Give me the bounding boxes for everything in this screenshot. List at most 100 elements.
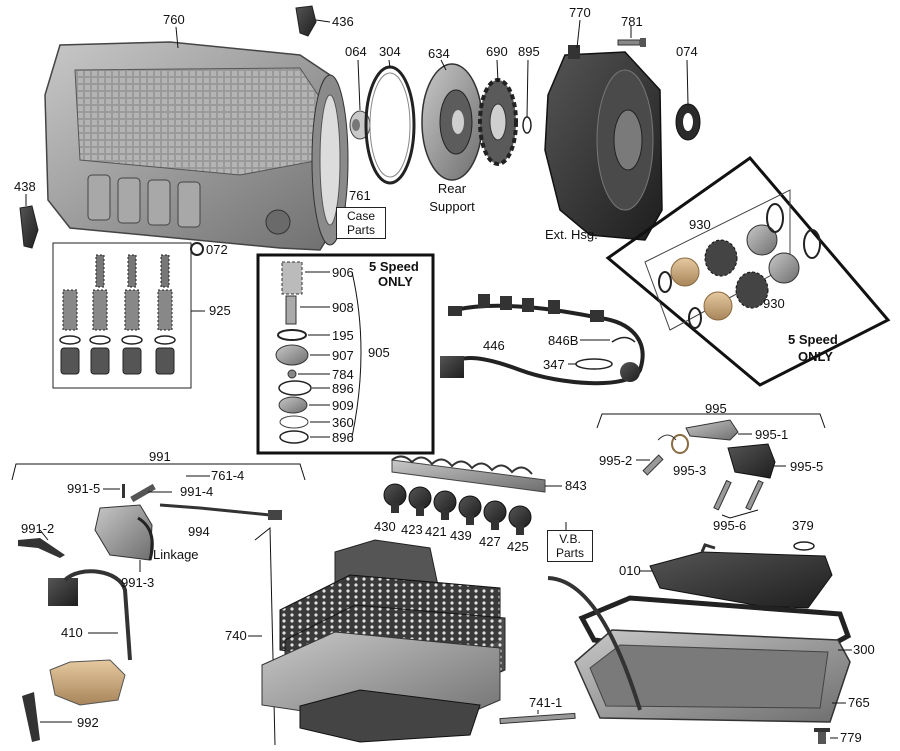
solenoid-6 bbox=[508, 505, 532, 535]
label-896-a: 896 bbox=[332, 381, 354, 396]
label-064: 064 bbox=[345, 44, 367, 59]
o-ring-379 bbox=[793, 541, 815, 551]
label-992: 992 bbox=[77, 715, 99, 730]
label-896-b: 896 bbox=[332, 430, 354, 445]
solenoid-3 bbox=[433, 490, 457, 520]
label-905: 905 bbox=[368, 345, 390, 360]
label-436: 436 bbox=[332, 14, 354, 29]
label-760: 760 bbox=[163, 12, 185, 27]
label-761: 761 bbox=[349, 188, 371, 203]
label-895: 895 bbox=[518, 44, 540, 59]
label-360: 360 bbox=[332, 415, 354, 430]
spring-stack-1 bbox=[59, 289, 81, 375]
label-995-1: 995-1 bbox=[755, 427, 789, 442]
solenoid-5 bbox=[483, 500, 507, 530]
label-991-2: 991-2 bbox=[21, 521, 55, 536]
label-765: 765 bbox=[848, 695, 870, 710]
solenoids bbox=[383, 483, 532, 535]
label-446: 446 bbox=[483, 338, 505, 353]
label-five-speed-b2: ONLY bbox=[798, 349, 833, 364]
label-908: 908 bbox=[332, 300, 354, 315]
label-995-3: 995-3 bbox=[673, 463, 707, 478]
parts-group-995 bbox=[596, 413, 826, 519]
label-five-speed-a1: 5 Speed bbox=[369, 259, 419, 274]
label-304: 304 bbox=[379, 44, 401, 59]
label-843: 843 bbox=[565, 478, 587, 493]
solenoid-1 bbox=[383, 483, 407, 513]
label-925: 925 bbox=[209, 303, 231, 318]
snap-ring-895 bbox=[522, 59, 532, 134]
label-991-4: 991-4 bbox=[180, 484, 214, 499]
label-074: 074 bbox=[676, 44, 698, 59]
label-995: 995 bbox=[705, 401, 727, 416]
label-072: 072 bbox=[206, 242, 228, 257]
label-995-6: 995-6 bbox=[713, 518, 747, 533]
case-parts-line2: Parts bbox=[346, 223, 375, 237]
spring-kit-925 bbox=[52, 242, 205, 389]
label-195: 195 bbox=[332, 328, 354, 343]
speed-sensor-436 bbox=[295, 5, 331, 37]
five-speed-kit-930 bbox=[605, 155, 891, 387]
solenoid-retainer-843 bbox=[391, 455, 562, 493]
label-846b: 846B bbox=[548, 333, 579, 348]
bolt-781 bbox=[617, 26, 646, 47]
label-770: 770 bbox=[569, 5, 591, 20]
label-906: 906 bbox=[332, 265, 354, 280]
label-379: 379 bbox=[792, 518, 814, 533]
label-991: 991 bbox=[149, 449, 171, 464]
label-rear: Rear bbox=[437, 181, 467, 196]
o-ring-072 bbox=[190, 242, 204, 256]
sprocket-690 bbox=[478, 59, 518, 166]
case-parts-line1: Case bbox=[346, 209, 375, 223]
label-930-a: 930 bbox=[689, 217, 711, 232]
sensor-438 bbox=[19, 194, 39, 249]
valve-body-740 bbox=[248, 526, 506, 746]
label-995-5: 995-5 bbox=[790, 459, 824, 474]
kit-905-parts bbox=[275, 261, 362, 444]
label-300: 300 bbox=[853, 642, 875, 657]
lever-992 bbox=[22, 692, 72, 742]
transmission-case-760 bbox=[44, 26, 349, 251]
label-994: 994 bbox=[188, 524, 210, 539]
label-909: 909 bbox=[332, 398, 354, 413]
spring-stack-2 bbox=[89, 254, 111, 375]
label-439: 439 bbox=[450, 528, 472, 543]
filter-010 bbox=[640, 543, 833, 609]
label-784: 784 bbox=[332, 367, 354, 382]
label-421: 421 bbox=[425, 524, 447, 539]
label-995-2: 995-2 bbox=[599, 453, 633, 468]
oil-pan-765 bbox=[547, 576, 852, 723]
label-425: 425 bbox=[507, 539, 529, 554]
label-438: 438 bbox=[14, 179, 36, 194]
label-347: 347 bbox=[543, 357, 565, 372]
rod-741-1 bbox=[499, 710, 576, 725]
vb-parts-line1: V.B. bbox=[559, 532, 581, 546]
spring-stacks bbox=[59, 254, 176, 375]
label-five-speed-a2: ONLY bbox=[378, 274, 413, 289]
label-five-speed-b1: 5 Speed bbox=[788, 332, 838, 347]
label-634: 634 bbox=[428, 46, 450, 61]
label-690: 690 bbox=[486, 44, 508, 59]
label-991-3: 991-3 bbox=[121, 575, 155, 590]
wiring-harness-446 bbox=[440, 294, 645, 386]
spring-stack-3 bbox=[121, 254, 143, 375]
parts-group-991 bbox=[11, 463, 306, 572]
label-930-b: 930 bbox=[763, 296, 785, 311]
solenoid-4 bbox=[458, 495, 482, 525]
label-010: 010 bbox=[619, 563, 641, 578]
extension-housing-770 bbox=[544, 19, 663, 241]
label-427: 427 bbox=[479, 534, 501, 549]
gasket-304 bbox=[364, 59, 416, 185]
case-parts-box: Case Parts bbox=[336, 207, 386, 239]
label-781: 781 bbox=[621, 14, 643, 29]
vb-parts-line2: Parts bbox=[555, 546, 584, 560]
seal-074 bbox=[675, 59, 701, 141]
label-761-4: 761-4 bbox=[211, 468, 245, 483]
five-speed-kit-905-frame bbox=[256, 253, 435, 455]
vb-parts-box: V.B. Parts bbox=[547, 530, 593, 562]
label-410: 410 bbox=[61, 625, 83, 640]
label-991-5: 991-5 bbox=[67, 481, 101, 496]
solenoid-2 bbox=[408, 486, 432, 516]
label-423: 423 bbox=[401, 522, 423, 537]
